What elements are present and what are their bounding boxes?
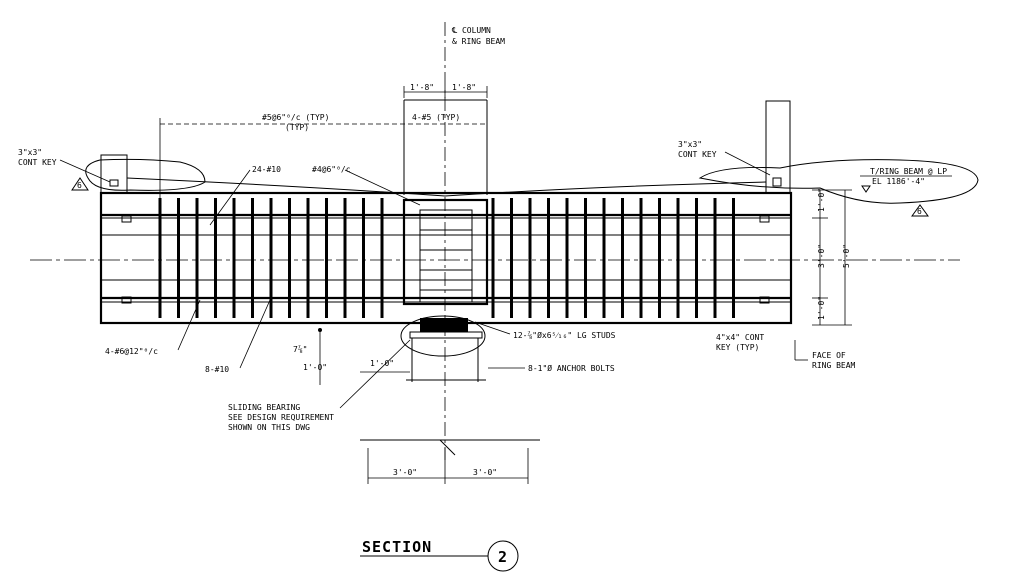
bearing-annotations: 12-⅞"Øx6⁵⁄₁₆" LG STUDS 4"x4" CONT KEY (T…: [228, 321, 856, 432]
bars-bottom-label: 8-#10: [205, 365, 229, 374]
section-title-text: SECTION: [362, 538, 432, 556]
rev-right-number: 6: [917, 207, 922, 216]
sliding-line3: SHOWN ON THIS DWG: [228, 423, 310, 432]
sliding-line2: SEE DESIGN REQUIREMENT: [228, 413, 334, 422]
bottom-dimensions: 3'-0" 3'-0": [367, 448, 529, 484]
face-line2: RING BEAM: [812, 361, 856, 370]
vert-dim-2: 1'-0": [303, 363, 327, 372]
key-left-line1: 3"x3": [18, 148, 42, 157]
bars-top-label: 24-#10: [252, 165, 281, 174]
key-right-line2: CONT KEY: [678, 150, 717, 159]
section-number: 2: [498, 548, 507, 566]
dim-right-mid: 3'-0": [817, 244, 826, 268]
stirrups-typ-label2: (TYP): [285, 123, 309, 132]
bearing-dim: 1'-0": [370, 359, 394, 368]
column-centerline: ℄ COLUMN & RING BEAM: [444, 22, 505, 460]
key-4x4-line2: KEY (TYP): [716, 343, 759, 352]
anchor-label: 8-1"Ø ANCHOR BOLTS: [528, 363, 615, 373]
dim-right-total: 5'-0": [842, 244, 851, 268]
tring-line1: T/RING BEAM @ LP: [870, 167, 947, 176]
dim-top-left: 1'-8": [410, 83, 434, 92]
left-annotations: 24-#10 #4@6"⁰/c 4-#6@12"⁰/c 8-#10: [105, 165, 421, 374]
center-cage: [402, 198, 489, 306]
column-label-line1: ℄ COLUMN: [451, 26, 491, 35]
tring-line2: EL 1186'-4": [872, 177, 925, 186]
ties-label: #4@6"⁰/c: [312, 165, 351, 174]
dim-right-top: 1'-0": [817, 188, 826, 212]
key-right-line1: 3"x3": [678, 140, 702, 149]
shear-keys: [109, 177, 782, 304]
section-title: SECTION 2: [360, 538, 519, 572]
bearing-assembly: [360, 315, 540, 456]
key-left-line2: CONT KEY: [18, 158, 57, 167]
bars-side-label: 4-#6@12"⁰/c: [105, 347, 158, 356]
sliding-line1: SLIDING BEARING: [228, 403, 300, 412]
column-outline: [403, 99, 488, 195]
vert-dim-1: 7⅞": [293, 345, 307, 354]
right-dimensions: 1'-0" 3'-0" 5'-0" 1'-0": [812, 188, 852, 326]
revision-cloud-left: 6 3"x3" CONT KEY: [18, 148, 206, 191]
stirrup-dimension: #5@6"⁰/c (TYP) (TYP) 4-#5 (TYP): [159, 113, 487, 200]
face-line1: FACE OF: [812, 351, 846, 360]
studs-label: 12-⅞"Øx6⁵⁄₁₆" LG STUDS: [513, 330, 616, 340]
rev-left-number: 6: [77, 181, 82, 190]
dim-bottom-right: 3'-0": [473, 468, 497, 477]
stirrups-typ-label: #5@6"⁰/c (TYP): [262, 113, 329, 122]
dim-right-bot: 1'-0": [817, 296, 826, 320]
revision-cloud-right: 6 3"x3" CONT KEY T/RING BEAM @ LP EL 118…: [678, 140, 979, 217]
dim-top-right: 1'-8": [452, 83, 476, 92]
top-dimension: 1'-8" 1'-8": [403, 83, 488, 98]
column-label-line2: & RING BEAM: [452, 37, 505, 46]
stirrups-center-label: 4-#5 (TYP): [412, 113, 460, 122]
dim-bottom-left: 3'-0": [393, 468, 417, 477]
key-4x4-line1: 4"x4" CONT: [716, 333, 764, 342]
